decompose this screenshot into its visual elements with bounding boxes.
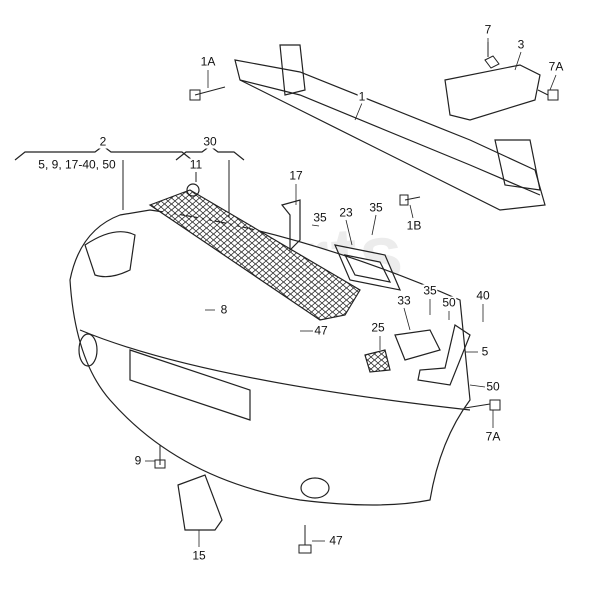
- callout-8: 8: [219, 302, 229, 317]
- bracket-15: [177, 474, 223, 531]
- callout-50: 50: [485, 379, 501, 394]
- callout-5: 5: [480, 344, 490, 359]
- grille-mesh: [148, 189, 361, 321]
- callout-1B: 1B: [405, 218, 423, 233]
- callout-group-2: 5, 9, 17-40, 50: [37, 157, 117, 172]
- callout-23: 23: [338, 205, 354, 220]
- callout-7A-bottom: 7A: [484, 429, 502, 444]
- bracket: [444, 64, 541, 121]
- callout-3: 3: [516, 37, 526, 52]
- callout-50: 50: [441, 295, 457, 310]
- callout-33: 33: [396, 293, 412, 308]
- bracket-17: [280, 199, 301, 252]
- bumper-beam: [234, 44, 546, 211]
- small-grille-25: [364, 349, 391, 373]
- callout-35: 35: [422, 283, 438, 298]
- callout-1A: 1A: [199, 54, 217, 69]
- callout-15: 15: [191, 548, 207, 563]
- brace-stems: [122, 160, 230, 220]
- callout-25: 25: [370, 320, 386, 335]
- callout-17: 17: [288, 168, 304, 183]
- callout-35: 35: [312, 210, 328, 225]
- callout-40: 40: [475, 288, 491, 303]
- trim-frame: [333, 244, 402, 291]
- callout-9: 9: [133, 453, 143, 468]
- clip-11: [186, 183, 200, 197]
- callout-2: 2: [98, 134, 108, 149]
- callout-1: 1: [357, 89, 367, 104]
- callout-35: 35: [368, 200, 384, 215]
- leader-lines: [145, 38, 557, 547]
- callout-30: 30: [202, 134, 218, 149]
- callout-47: 47: [313, 323, 329, 338]
- side-strip: [417, 324, 471, 386]
- fog-frame: [394, 329, 441, 361]
- callout-7A-top: 7A: [547, 59, 565, 74]
- callout-11: 11: [188, 157, 204, 172]
- callout-7: 7: [483, 22, 493, 37]
- callout-47: 47: [328, 533, 344, 548]
